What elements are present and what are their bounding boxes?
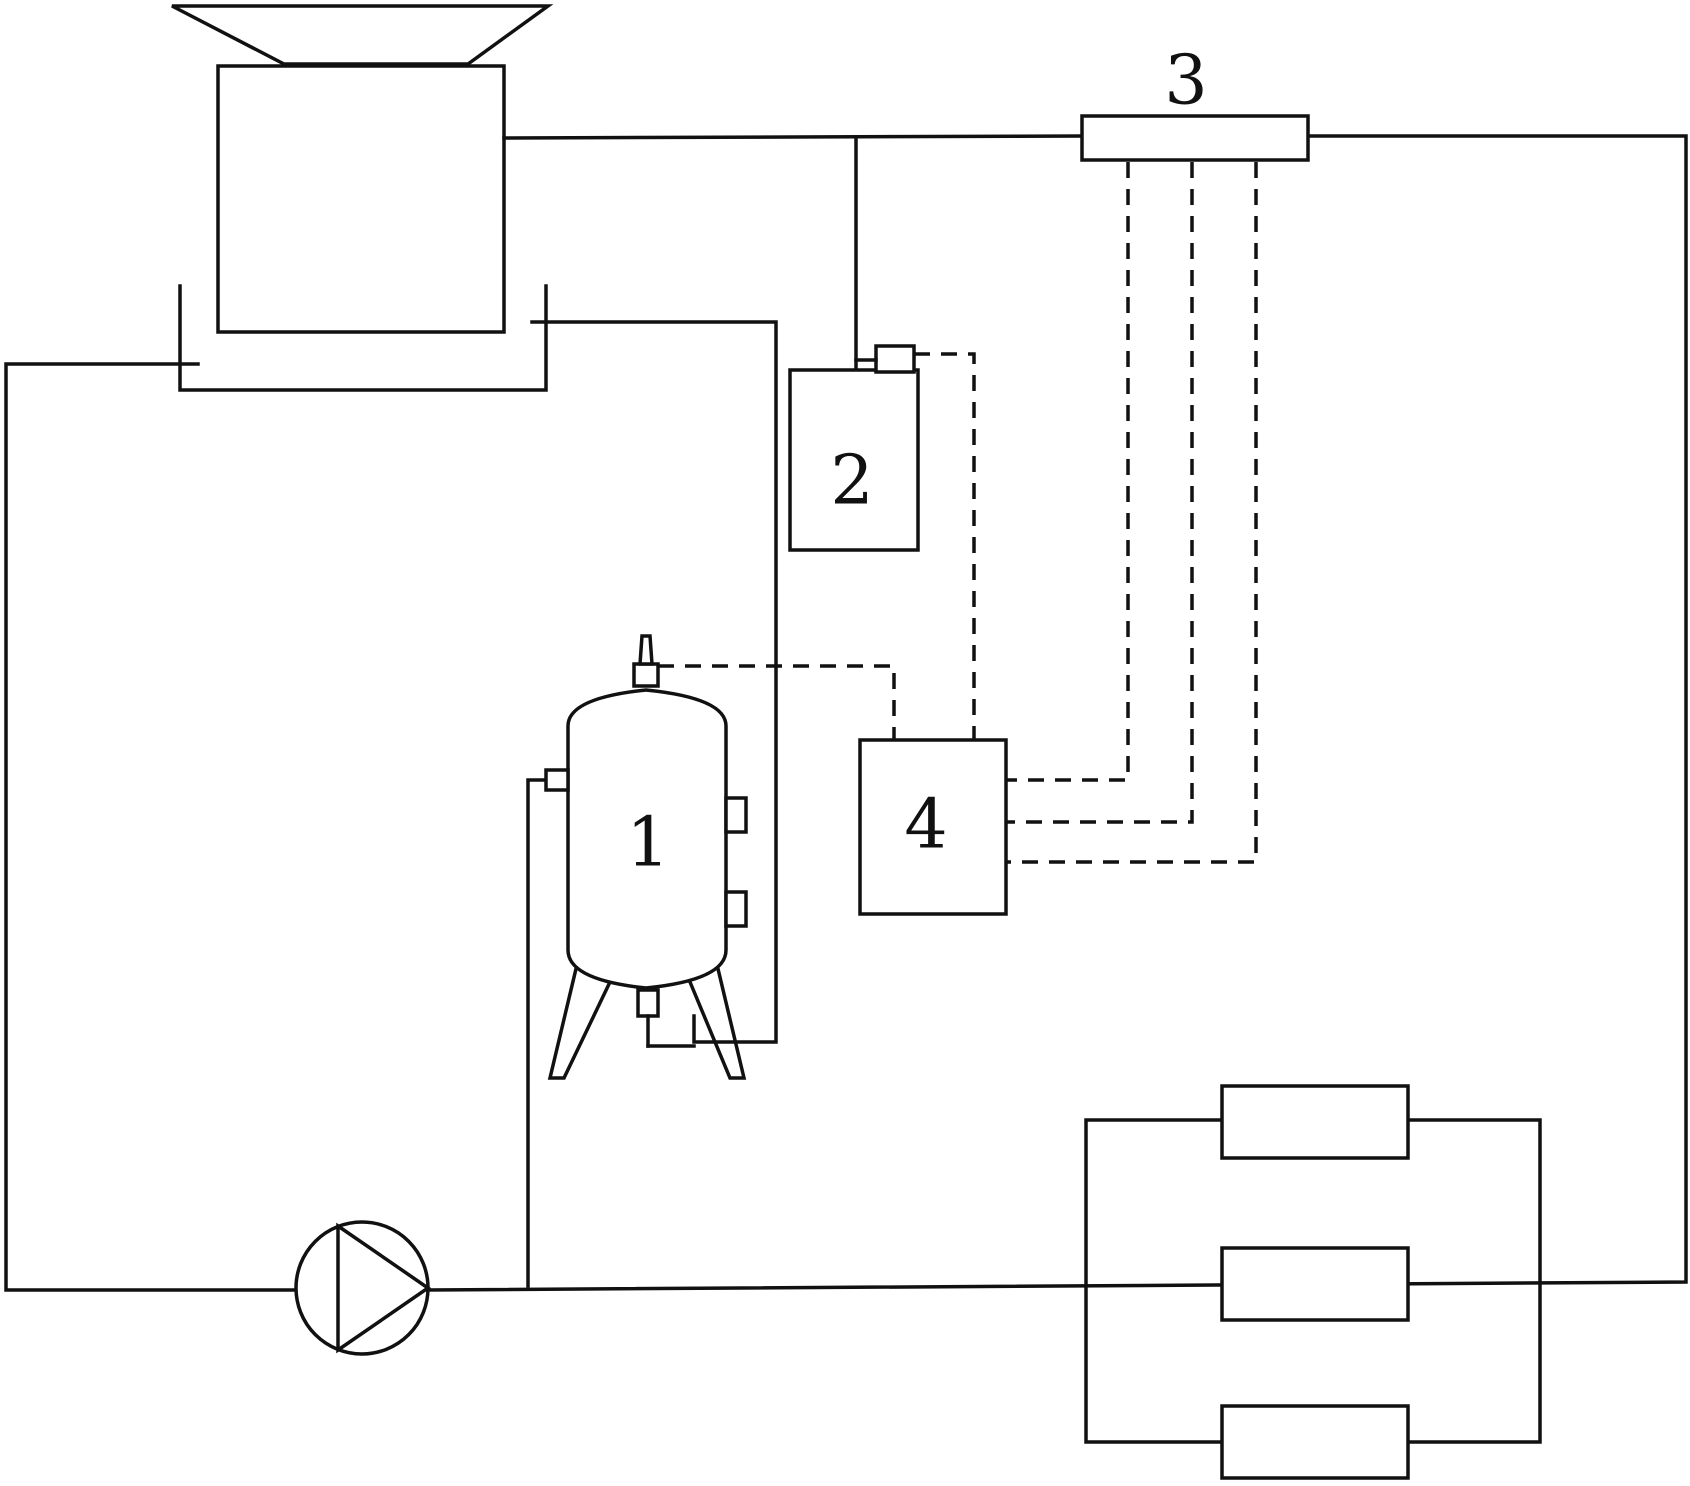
signal-lines xyxy=(658,162,1258,864)
unit-2: 2 xyxy=(788,344,920,552)
tank-body xyxy=(566,688,728,990)
tank-label: 1 xyxy=(626,804,669,883)
pump-arrow xyxy=(336,1222,432,1354)
unit-2-label: 2 xyxy=(830,442,873,521)
pipe-left-return xyxy=(4,362,300,1292)
tank-left-port xyxy=(544,768,570,792)
heat-exchanger xyxy=(171,4,554,392)
controller-body xyxy=(858,738,1008,916)
load-unit-bottom xyxy=(1220,1404,1410,1480)
signal-tank-to-controller xyxy=(658,664,896,740)
pressure-tank-icon: 1 xyxy=(544,634,748,1080)
tank-leg-right xyxy=(687,949,747,1080)
signal-unit3-sensor-1 xyxy=(1006,162,1130,782)
exchanger-body xyxy=(216,64,506,334)
pipe-network xyxy=(4,134,1688,1292)
unit-3: 3 xyxy=(1080,42,1310,162)
controller-4: 4 xyxy=(858,738,1008,916)
tank-top-nozzle xyxy=(638,634,654,666)
load-unit-middle xyxy=(1220,1246,1410,1322)
unit-2-port xyxy=(874,344,916,374)
load-unit-top xyxy=(1220,1084,1410,1160)
pipe-tank-inlet xyxy=(526,778,552,1288)
unit-3-body xyxy=(1080,114,1310,162)
tank-right-port-lower xyxy=(724,890,748,928)
parallel-loads xyxy=(1084,1084,1542,1480)
unit-2-body xyxy=(788,368,920,552)
pipe-tray-right xyxy=(530,320,778,1044)
tank-right-port-upper xyxy=(724,796,748,834)
pipe-bottom-main xyxy=(426,134,1688,1292)
signal-unit3-sensor-3 xyxy=(1006,162,1258,864)
exchanger-tray xyxy=(178,284,548,392)
pump-icon xyxy=(294,1220,432,1356)
tank-top-valve xyxy=(632,662,660,688)
unit-3-label: 3 xyxy=(1164,42,1207,121)
tank-bottom-drain xyxy=(636,988,660,1018)
controller-label: 4 xyxy=(904,786,947,865)
signal-unit2-to-controller xyxy=(914,352,976,740)
signal-unit3-sensor-2 xyxy=(1006,162,1194,824)
exchanger-hood xyxy=(171,4,554,66)
pipe-top-supply xyxy=(502,134,1084,140)
tank-leg-left xyxy=(547,949,613,1080)
